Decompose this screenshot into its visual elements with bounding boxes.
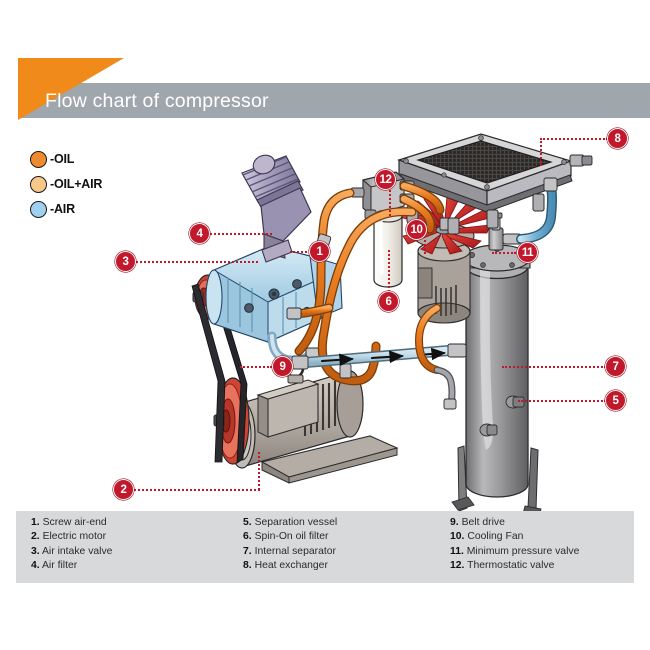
index-entry: 6. Spin-On oil filter xyxy=(243,531,329,543)
leader-line xyxy=(492,252,516,254)
callout-5[interactable]: 5 xyxy=(605,390,626,411)
oil-swatch-icon xyxy=(30,150,47,168)
leader-line xyxy=(540,138,608,140)
index-entry: 8. Heat exchanger xyxy=(243,560,328,572)
air-piping xyxy=(516,177,558,244)
index-entry: 4. Air filter xyxy=(31,560,78,572)
legend-label: -OIL xyxy=(50,152,75,166)
leader-line xyxy=(290,251,318,253)
index-entry: 2. Electric motor xyxy=(31,531,107,543)
air-intake-valve-graphic xyxy=(260,187,312,263)
component-index-column-1: 1. Screw air-end 2. Electric motor 3. Ai… xyxy=(31,516,112,574)
leader-line xyxy=(210,233,272,235)
heat-exchanger-graphic xyxy=(397,133,593,235)
index-entry: 9. Belt drive xyxy=(450,517,505,528)
callout-3[interactable]: 3 xyxy=(115,251,136,272)
index-entry: 10. Cooling Fan xyxy=(450,531,524,543)
leader-line xyxy=(388,250,390,292)
component-index-panel xyxy=(16,511,634,583)
air-filter-graphic xyxy=(241,154,304,210)
index-entry: 5. Separation vessel xyxy=(243,517,338,528)
index-entry: 1. Screw air-end xyxy=(31,517,107,528)
leader-line xyxy=(424,240,426,254)
leader-line xyxy=(136,261,258,263)
callout-4[interactable]: 4 xyxy=(189,223,210,244)
flow-legend: -OIL -OIL+AIR -AIR xyxy=(30,148,102,223)
oil-air-piping xyxy=(291,343,467,370)
legend-label: -OIL+AIR xyxy=(50,177,103,191)
leader-line xyxy=(502,366,606,368)
callout-9[interactable]: 9 xyxy=(272,356,293,377)
callout-1[interactable]: 1 xyxy=(309,241,330,262)
callout-7[interactable]: 7 xyxy=(605,356,626,377)
component-index-column-3: 9. Belt drive 10. Cooling Fan 11. Minimu… xyxy=(450,516,579,574)
air-swatch-icon xyxy=(30,200,47,218)
legend-item: -OIL+AIR xyxy=(30,173,102,195)
header-accent-triangle xyxy=(18,58,124,120)
component-index-column-2: 5. Separation vessel 6. Spin-On oil filt… xyxy=(243,516,337,574)
callout-12[interactable]: 12 xyxy=(375,169,396,190)
leader-line xyxy=(258,452,260,490)
callout-8[interactable]: 8 xyxy=(607,128,628,149)
callout-2[interactable]: 2 xyxy=(113,479,134,500)
separation-vessel-graphic xyxy=(451,244,542,518)
leader-line xyxy=(240,366,272,368)
legend-label: -AIR xyxy=(50,202,75,216)
leader-line xyxy=(518,400,606,402)
oil-air-swatch-icon xyxy=(30,175,47,193)
callout-11[interactable]: 11 xyxy=(517,242,538,263)
page-title: Flow chart of compressor xyxy=(45,90,269,112)
electric-motor-graphic xyxy=(228,357,399,484)
leader-line xyxy=(389,190,391,216)
index-entry: 7. Internal separator xyxy=(243,545,337,557)
leader-line xyxy=(134,489,260,491)
index-entry: 11. Minimum pressure valve xyxy=(450,545,580,557)
index-entry: 12. Thermostatic valve xyxy=(450,560,555,572)
callout-6[interactable]: 6 xyxy=(378,291,399,312)
index-entry: 3. Air intake valve xyxy=(31,545,113,557)
leader-line xyxy=(540,138,542,166)
legend-item: -OIL xyxy=(30,148,102,170)
compressor-diagram xyxy=(191,133,593,518)
legend-item: -AIR xyxy=(30,198,102,220)
callout-10[interactable]: 10 xyxy=(406,219,427,240)
